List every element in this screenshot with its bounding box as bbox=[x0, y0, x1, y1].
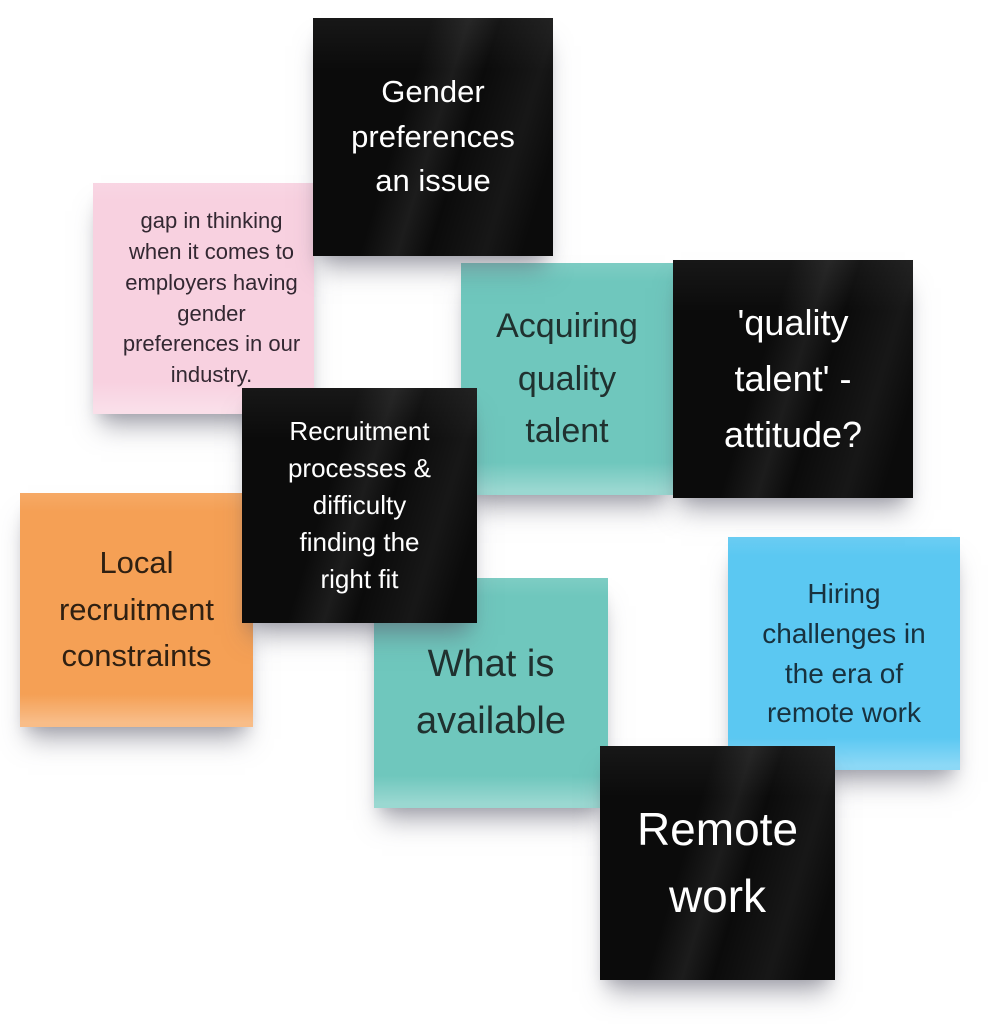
note-text: gap in thinking when it comes to employe… bbox=[122, 208, 301, 388]
sticky-note-quality-talent-attitude[interactable]: 'quality talent' - attitude? bbox=[673, 260, 913, 498]
note-text: Hiring challenges in the era of remote w… bbox=[762, 578, 926, 729]
sticky-note-recruitment-processes-difficulty[interactable]: Recruitment processes & difficulty findi… bbox=[242, 388, 477, 623]
note-text: Gender preferences an issue bbox=[351, 73, 515, 199]
note-text: Acquiring quality talent bbox=[496, 306, 638, 451]
sticky-note-hiring-challenges-remote-work[interactable]: Hiring challenges in the era of remote w… bbox=[728, 537, 960, 770]
note-text: What is available bbox=[416, 643, 566, 742]
sticky-note-remote-work[interactable]: Remote work bbox=[600, 746, 835, 980]
note-text: 'quality talent' - attitude? bbox=[723, 302, 863, 455]
sticky-note-acquiring-quality-talent[interactable]: Acquiring quality talent bbox=[461, 263, 673, 495]
note-text: Remote work bbox=[636, 803, 799, 922]
sticky-note-local-recruitment-constraints[interactable]: Local recruitment constraints bbox=[20, 493, 253, 727]
note-text: Recruitment processes & difficulty findi… bbox=[287, 416, 432, 594]
note-text: Local recruitment constraints bbox=[58, 545, 215, 674]
sticky-note-gender-preferences-an-issue[interactable]: Gender preferences an issue bbox=[313, 18, 553, 256]
sticky-note-gap-in-thinking[interactable]: gap in thinking when it comes to employe… bbox=[93, 183, 314, 414]
